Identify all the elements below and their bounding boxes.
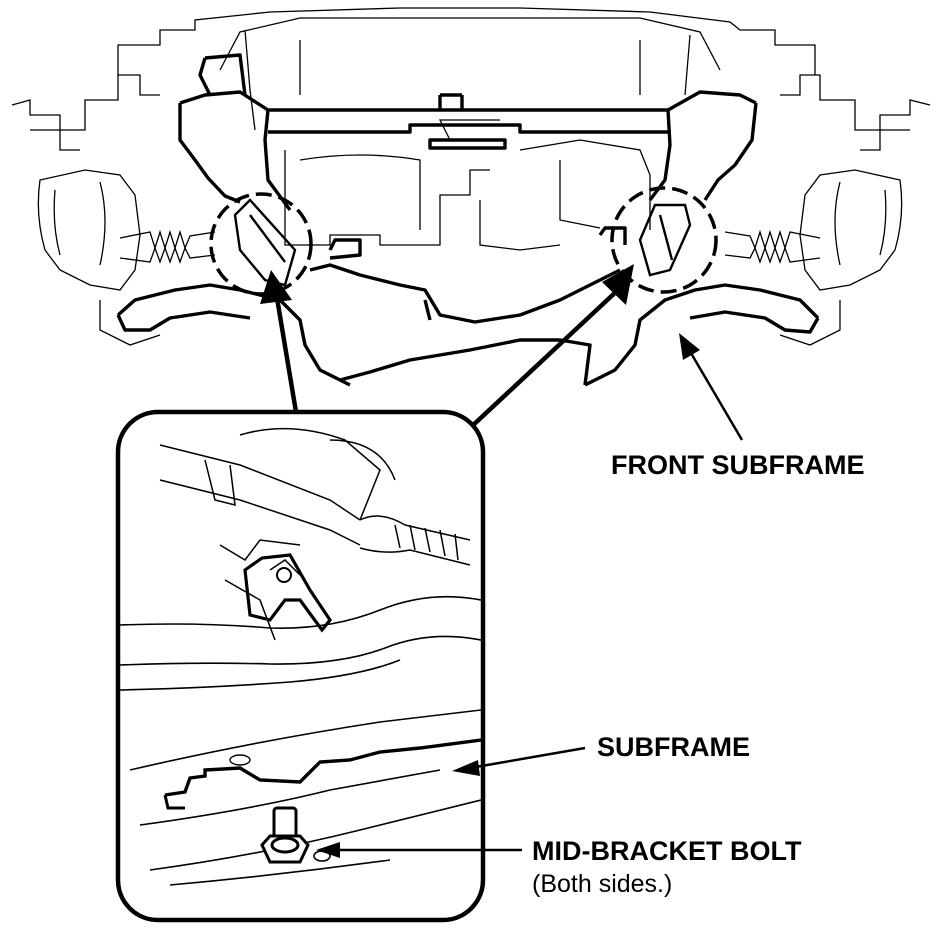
subframe-bushings bbox=[233, 198, 692, 287]
mid-bracket-bolt-label: MID-BRACKET BOLT bbox=[532, 836, 802, 866]
bolt-leader bbox=[316, 842, 522, 858]
mid-bracket-bolt-drawing bbox=[229, 754, 331, 864]
detail-location-circles bbox=[209, 186, 718, 296]
right-detail-circle bbox=[610, 186, 718, 294]
front-subframe-outline bbox=[116, 53, 820, 387]
pointer-arrowheads bbox=[260, 264, 634, 305]
left-location-arrow bbox=[273, 291, 299, 413]
subframe-label: SUBFRAME bbox=[597, 732, 750, 762]
subframe-leader bbox=[452, 746, 586, 776]
both-sides-note: (Both sides.) bbox=[532, 870, 673, 898]
left-detail-circle bbox=[209, 192, 313, 296]
front-subframe-label: FRONT SUBFRAME bbox=[611, 450, 865, 480]
inset-detail-view bbox=[115, 409, 486, 923]
vehicle-body-outline bbox=[11, 7, 931, 346]
front-subframe-leader bbox=[679, 333, 744, 441]
right-location-arrow bbox=[468, 288, 620, 430]
pointer-arrows bbox=[273, 288, 620, 430]
right-arrowhead bbox=[602, 264, 634, 305]
left-arrowhead bbox=[260, 270, 292, 304]
